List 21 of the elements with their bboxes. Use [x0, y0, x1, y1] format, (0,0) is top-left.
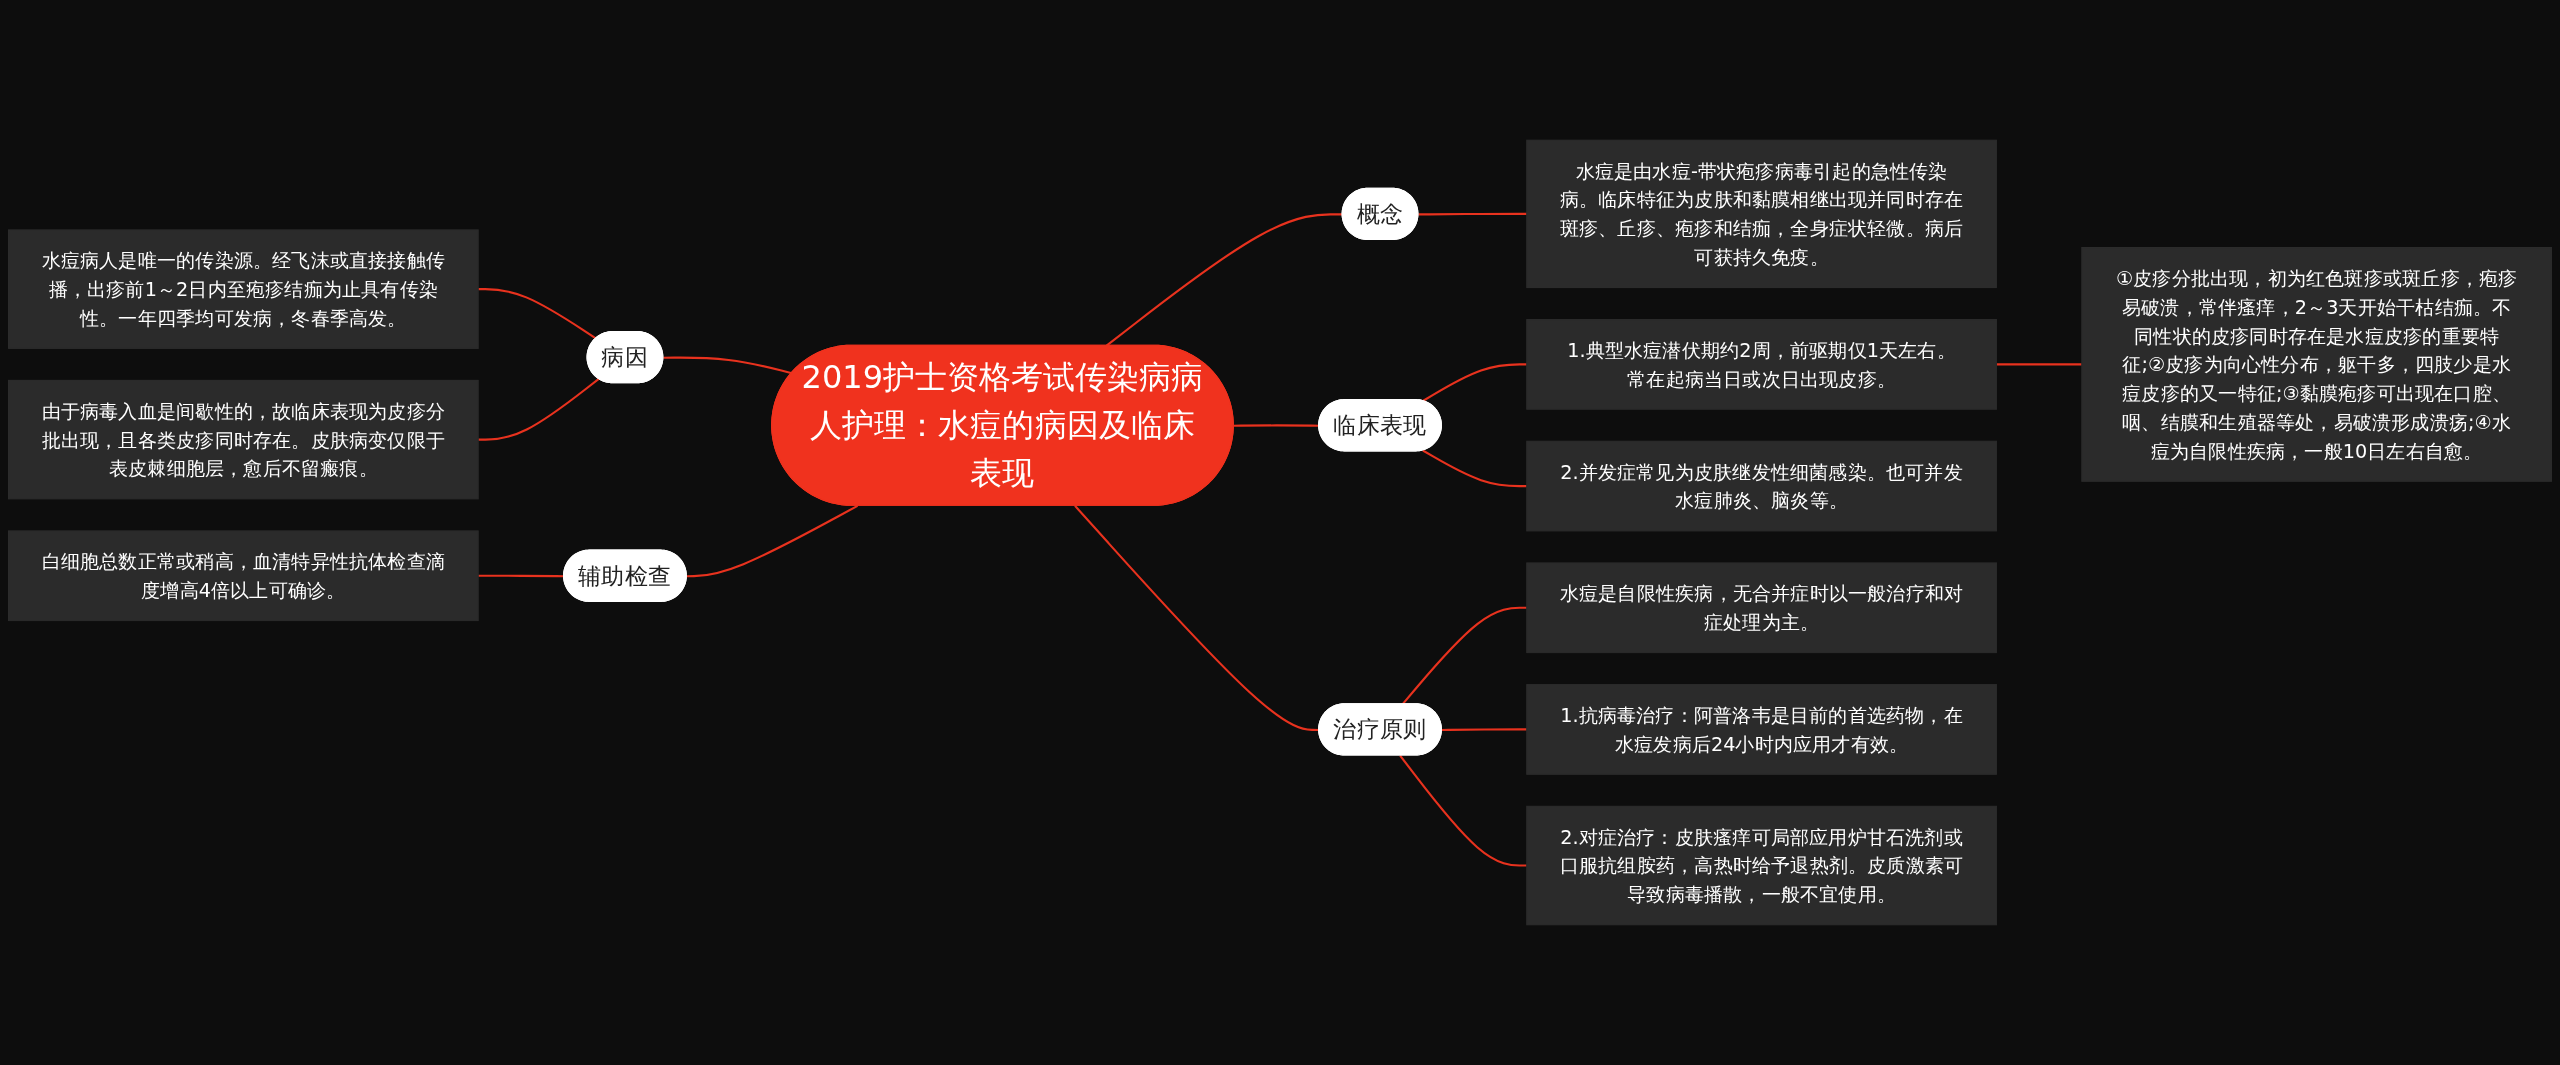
connector	[1422, 449, 1527, 488]
node-box: 水痘是由水痘-带状疱疹病毒引起的急性传染病。临床特征为皮肤和黏膜相继出现并同时存在斑疹、丘疹、疱疹和结痂，全身症状轻微。病后可获持久免疫。	[1526, 139, 1997, 289]
node-box: 1.典型水痘潜伏期约2周，前驱期仅1天左右。常在起病当日或次日出现皮疹。	[1526, 319, 1997, 410]
connector	[1441, 728, 1527, 732]
connector	[1418, 212, 1527, 216]
connector	[1105, 213, 1343, 347]
node-box: ①皮疹分批出现，初为红色斑疹或斑丘疹，疱疹易破溃，常伴瘙痒，2～3天开始干枯结痂。不同性状的皮疹同时存在是水痘皮疹的重要特征;②皮疹为向心性分布，躯干多，四肢少是水痘皮疹的又一特征;③黏膜疱疹可出现在口腔、咽、结膜和生殖器等处，易破溃形成溃疡;④水痘为自限性疾病，一般10日左右自愈。	[2081, 246, 2552, 482]
connector	[478, 378, 600, 441]
connector	[1996, 363, 2082, 366]
node-box: 1.抗病毒治疗：阿普洛韦是目前的首选药物，在水痘发病后24小时内应用才有效。	[1526, 684, 1997, 775]
node-box: 白细胞总数正常或稍高，血清特异性抗体检查滴度增高4倍以上可确诊。	[8, 530, 479, 622]
node-box: 水痘是自限性疾病，无合并症时以一般治疗和对症处理为主。	[1526, 562, 1997, 654]
node-box: 2.并发症常见为皮肤继发性细菌感染。也可并发水痘肺炎、脑炎等。	[1526, 440, 1997, 532]
connector	[1422, 363, 1527, 402]
connector	[1399, 754, 1527, 867]
connector	[686, 504, 859, 578]
node-box: 2.对症治疗：皮肤瘙痒可局部应用炉甘石洗剂或口服抗组胺药，高热时给予退热剂。皮质激素可导致病毒播散，一般不宜使用。	[1526, 805, 1997, 926]
node-box: 水痘病人是唯一的传染源。经飞沫或直接接触传播，出疹前1～2日内至疱疹结痂为止具有传染性。一年四季均可发病，冬春季高发。	[8, 229, 479, 349]
node-box: 由于病毒入血是间歇性的，故临床表现为皮疹分批出现，且各类皮疹同时存在。皮肤病变仅限于表皮棘细胞层，愈后不留瘢痕。	[8, 379, 479, 500]
connector	[478, 288, 597, 340]
connector	[663, 356, 793, 375]
